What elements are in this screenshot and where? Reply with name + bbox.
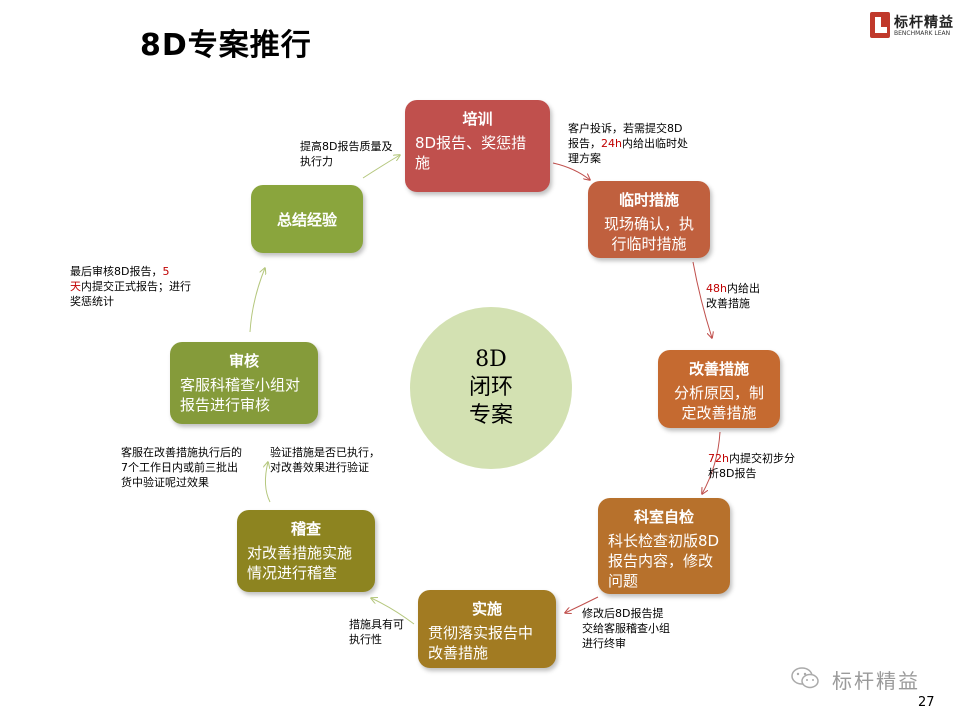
brand-logo: 标杆精益 BENCHMARK LEAN: [870, 10, 954, 42]
note-training-temp: 客户投诉，若需提交8D报告，24h内给出临时处理方案: [568, 122, 688, 165]
arrow-summary-to-training: [362, 155, 400, 179]
node-temp-body: 现场确认，执行临时措施: [603, 215, 694, 253]
logo-mark-icon: [870, 12, 890, 38]
node-training-body: 8D报告、奖惩措施: [415, 134, 527, 172]
watermark-text: 标杆精益: [832, 669, 920, 693]
note-audit-review: 客服在改善措施执行后的7个工作日内或前三批出货中验证呢过效果: [121, 446, 242, 489]
node-training: 培训 8D报告、奖惩措施: [405, 100, 550, 192]
node-dept-selfcheck: 科室自检 科长检查初版8D报告内容，修改问题: [598, 498, 730, 594]
note-implement-audit: 措施具有可执行性: [349, 618, 404, 646]
page-title: 8D专案推行: [140, 28, 312, 63]
node-improve-measure: 改善措施 分析原因，制定改善措施: [658, 350, 780, 428]
node-implement-title: 实施: [471, 600, 502, 618]
arrow-training-to-temp: [552, 162, 590, 180]
node-implement-body: 贯彻落实报告中改善措施: [428, 624, 534, 662]
center-line2: 闭环: [468, 375, 513, 400]
arrow-implement-to-audit: [371, 598, 415, 625]
arrow-temp-to-improve: [692, 261, 712, 338]
arrow-improve-to-selfcheck: [702, 431, 721, 494]
page-number: 27: [918, 695, 935, 710]
note-temp-improve: 48h内给出改善措施: [706, 282, 760, 310]
node-improve-body: 分析原因，制定改善措施: [673, 384, 764, 422]
node-summary-title: 总结经验: [276, 210, 337, 229]
node-summary: 总结经验: [251, 185, 363, 253]
node-selfcheck-body: 科长检查初版8D报告内容，修改问题: [608, 532, 720, 590]
note-selfcheck-implement: 修改后8D报告提交给客服稽查小组进行终审: [582, 607, 670, 650]
note-audit-verify: 验证措施是否已执行，对改善效果进行验证: [270, 446, 380, 474]
arrow-selfcheck-to-implement: [565, 596, 599, 613]
node-training-title: 培训: [462, 110, 493, 128]
center-circle: 8D 闭环 专案: [410, 307, 572, 469]
node-improve-title: 改善措施: [688, 360, 749, 378]
watermark: 标杆精益: [790, 665, 940, 693]
node-temp-measure: 临时措施 现场确认，执行临时措施: [588, 181, 710, 258]
note-summary-training: 提高8D报告质量及执行力: [300, 140, 393, 168]
wechat-icon: [791, 667, 819, 689]
node-review: 审核 客服科稽查小组对报告进行审核: [170, 342, 318, 424]
logo-main-text: 标杆精益: [894, 15, 954, 31]
arrow-audit-to-review: [265, 462, 271, 503]
node-review-title: 审核: [228, 352, 259, 370]
arrow-review-to-summary: [249, 268, 265, 333]
node-audit-body: 对改善措施实施情况进行稽查: [247, 544, 353, 582]
node-review-body: 客服科稽查小组对报告进行审核: [180, 376, 301, 414]
node-selfcheck-title: 科室自检: [633, 508, 694, 526]
node-temp-title: 临时措施: [618, 191, 679, 209]
logo-sub-text: BENCHMARK LEAN: [894, 30, 951, 37]
node-audit: 稽查 对改善措施实施情况进行稽查: [237, 510, 375, 592]
center-line3: 专案: [468, 403, 513, 428]
note-improve-selfcheck: 72h内提交初步分析8D报告: [708, 452, 795, 480]
center-line1: 8D: [475, 347, 507, 372]
node-implement: 实施 贯彻落实报告中改善措施: [418, 590, 556, 668]
node-audit-title: 稽查: [290, 520, 321, 538]
